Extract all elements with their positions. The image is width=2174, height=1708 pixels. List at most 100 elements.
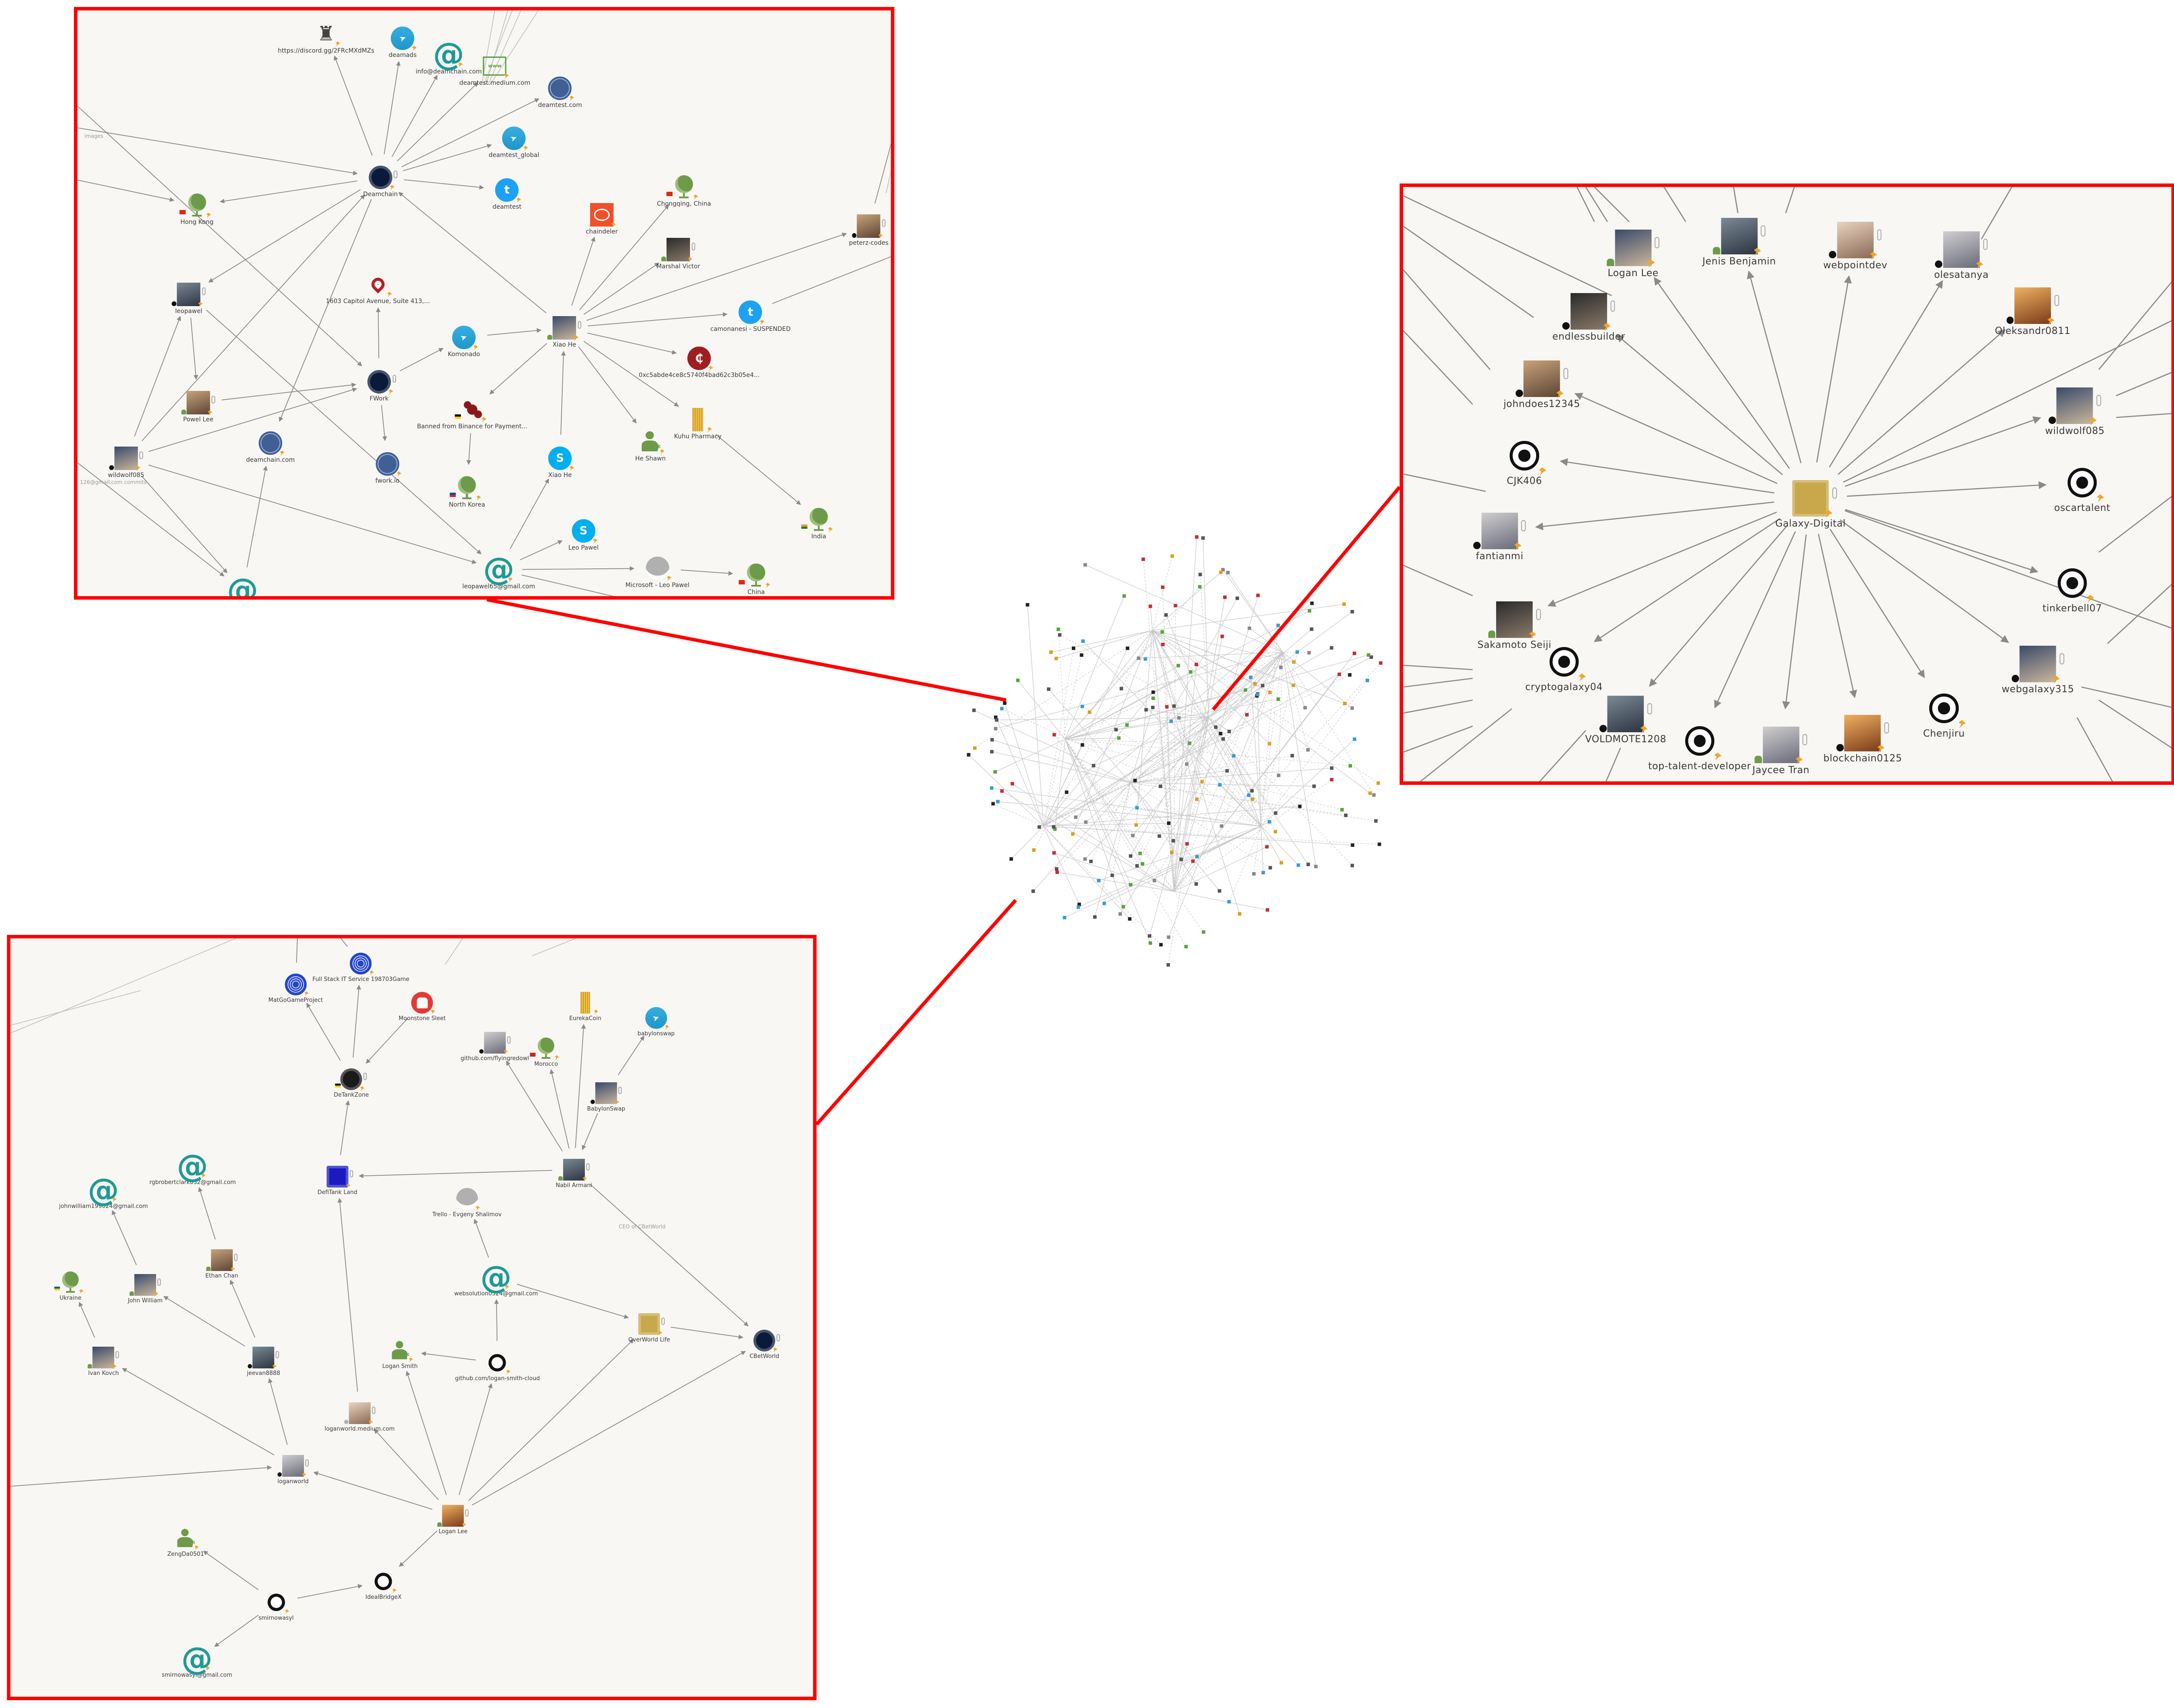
relationship-edge[interactable] <box>366 1018 408 1064</box>
relationship-edge[interactable] <box>134 316 181 437</box>
relationship-edge[interactable] <box>772 254 894 304</box>
relationship-edge[interactable] <box>586 233 847 321</box>
overview-node[interactable] <box>1195 535 1199 539</box>
overview-node[interactable] <box>1164 613 1168 617</box>
relationship-edge[interactable] <box>337 1198 358 1392</box>
graph-node-overworld[interactable]: OverWorld Life <box>628 1313 670 1343</box>
relationship-edge[interactable] <box>383 61 401 154</box>
relationship-edge[interactable] <box>575 1024 586 1148</box>
overview-node[interactable] <box>1151 690 1155 694</box>
overview-node[interactable] <box>1120 687 1124 691</box>
graph-node-deamads[interactable]: ➤deamads <box>389 27 417 59</box>
graph-node-chenjiru[interactable]: Chenjiru <box>1923 690 1966 739</box>
overview-node[interactable] <box>1133 778 1137 782</box>
graph-node-ivan[interactable]: Ivan Kovch <box>88 1347 119 1377</box>
relationship-edge[interactable] <box>473 1218 489 1258</box>
overview-node[interactable] <box>1148 934 1152 938</box>
overview-node[interactable] <box>1167 821 1170 825</box>
relationship-edge[interactable] <box>77 462 225 577</box>
overview-node[interactable] <box>1134 823 1138 827</box>
overview-node[interactable] <box>1176 664 1180 667</box>
relationship-edge[interactable] <box>401 98 540 167</box>
graph-node-galaxy[interactable]: Galaxy-Digital <box>1775 480 1846 529</box>
overview-node[interactable] <box>1310 627 1314 631</box>
overview-node[interactable] <box>1277 774 1280 777</box>
overview-node[interactable] <box>1198 585 1202 589</box>
graph-node-morocco[interactable]: Morocco <box>530 1037 559 1068</box>
relationship-edge[interactable] <box>400 348 444 371</box>
graph-node-microsoft[interactable]: Microsoft - Leo Pawel <box>625 557 690 589</box>
graph-node-loganlee[interactable]: Logan Lee <box>437 1505 469 1535</box>
overview-node[interactable] <box>1110 874 1114 877</box>
overview-node[interactable] <box>1185 762 1189 766</box>
overview-node[interactable] <box>1256 594 1260 597</box>
overview-node[interactable] <box>1201 536 1205 540</box>
relationship-edge[interactable] <box>1782 534 1807 710</box>
relationship-edge[interactable] <box>520 540 563 560</box>
relationship-edge[interactable] <box>1560 458 1775 494</box>
overview-node[interactable] <box>1191 859 1195 863</box>
overview-node[interactable] <box>1052 825 1056 829</box>
graph-node-fwork[interactable]: FWork <box>367 370 396 402</box>
overview-node[interactable] <box>1307 609 1311 613</box>
overview-node[interactable] <box>1128 917 1132 921</box>
overview-node[interactable] <box>1031 889 1035 893</box>
relationship-edge[interactable] <box>680 569 734 576</box>
overview-node[interactable] <box>1057 627 1060 631</box>
relationship-edge[interactable] <box>198 1187 216 1240</box>
graph-node-deamchain[interactable]: Deamchain <box>363 166 398 198</box>
overview-node[interactable] <box>1314 864 1318 868</box>
relationship-edge[interactable] <box>397 82 479 161</box>
relationship-edge[interactable] <box>230 1279 256 1338</box>
graph-node-babylontg[interactable]: ➤babylonswap <box>637 1007 675 1037</box>
overview-node[interactable] <box>1268 691 1272 694</box>
graph-node-cbet[interactable]: CBetWorld <box>750 1330 780 1360</box>
overview-node[interactable] <box>1174 604 1177 607</box>
overview-node[interactable] <box>1250 789 1254 793</box>
overview-node[interactable] <box>1185 842 1189 846</box>
overview-node[interactable] <box>1260 684 1264 687</box>
graph-node-fullstack[interactable]: Full Stack IT Service 198703Game <box>313 953 409 983</box>
overview-node[interactable] <box>1337 672 1341 676</box>
relationship-edge[interactable] <box>206 310 482 554</box>
overview-node[interactable] <box>1083 857 1087 861</box>
overview-node[interactable] <box>1077 902 1081 906</box>
overview-node[interactable] <box>973 746 977 750</box>
overview-node[interactable] <box>1087 710 1091 714</box>
overview-node[interactable] <box>1083 563 1087 567</box>
relationship-edge[interactable] <box>1616 334 1783 475</box>
overview-node[interactable] <box>1177 716 1181 720</box>
relationship-edge[interactable] <box>421 1351 476 1361</box>
relationship-edge[interactable] <box>1840 519 2009 643</box>
graph-node-tinker[interactable]: tinkerbell07 <box>2043 565 2102 614</box>
overview-node[interactable] <box>1129 854 1133 858</box>
graph-node-idealbridge[interactable]: IdealBridgeX <box>366 1571 401 1601</box>
overview-node[interactable] <box>1135 806 1139 810</box>
relationship-edge[interactable] <box>353 984 361 1058</box>
overview-node[interactable] <box>1306 862 1310 866</box>
graph-node-ethan[interactable]: Ethan Chan <box>205 1249 238 1279</box>
overview-node[interactable] <box>1253 682 1257 686</box>
overview-node[interactable] <box>1084 820 1088 824</box>
overview-node[interactable] <box>1170 554 1174 558</box>
overview-node[interactable] <box>1172 704 1176 708</box>
overview-node[interactable] <box>1189 670 1193 674</box>
relationship-edge[interactable] <box>583 262 660 315</box>
overview-node[interactable] <box>1026 603 1030 607</box>
relationship-edge[interactable] <box>466 433 471 465</box>
graph-node-webgalaxy[interactable]: webgalaxy315 <box>2002 646 2074 695</box>
overview-node[interactable] <box>1279 861 1283 865</box>
graph-node-babylon[interactable]: BabylonSwap <box>587 1082 625 1112</box>
graph-node-loganmedium[interactable]: loganworld.medium.com <box>324 1402 395 1432</box>
graph-node-atbottom[interactable]: @ <box>227 575 258 596</box>
graph-node-smirnowemail[interactable]: @smirnowasyl@gmail.com <box>162 1644 232 1678</box>
relationship-edge[interactable] <box>306 1003 341 1061</box>
graph-node-smirnow[interactable]: smirnowasyl <box>258 1591 294 1621</box>
overview-node[interactable] <box>1297 863 1300 867</box>
overview-node[interactable] <box>1195 797 1199 801</box>
relationship-edge[interactable] <box>214 1615 259 1647</box>
overview-node[interactable] <box>1232 754 1236 758</box>
relationship-edge[interactable] <box>487 328 542 336</box>
relationship-edge[interactable] <box>617 1035 645 1075</box>
